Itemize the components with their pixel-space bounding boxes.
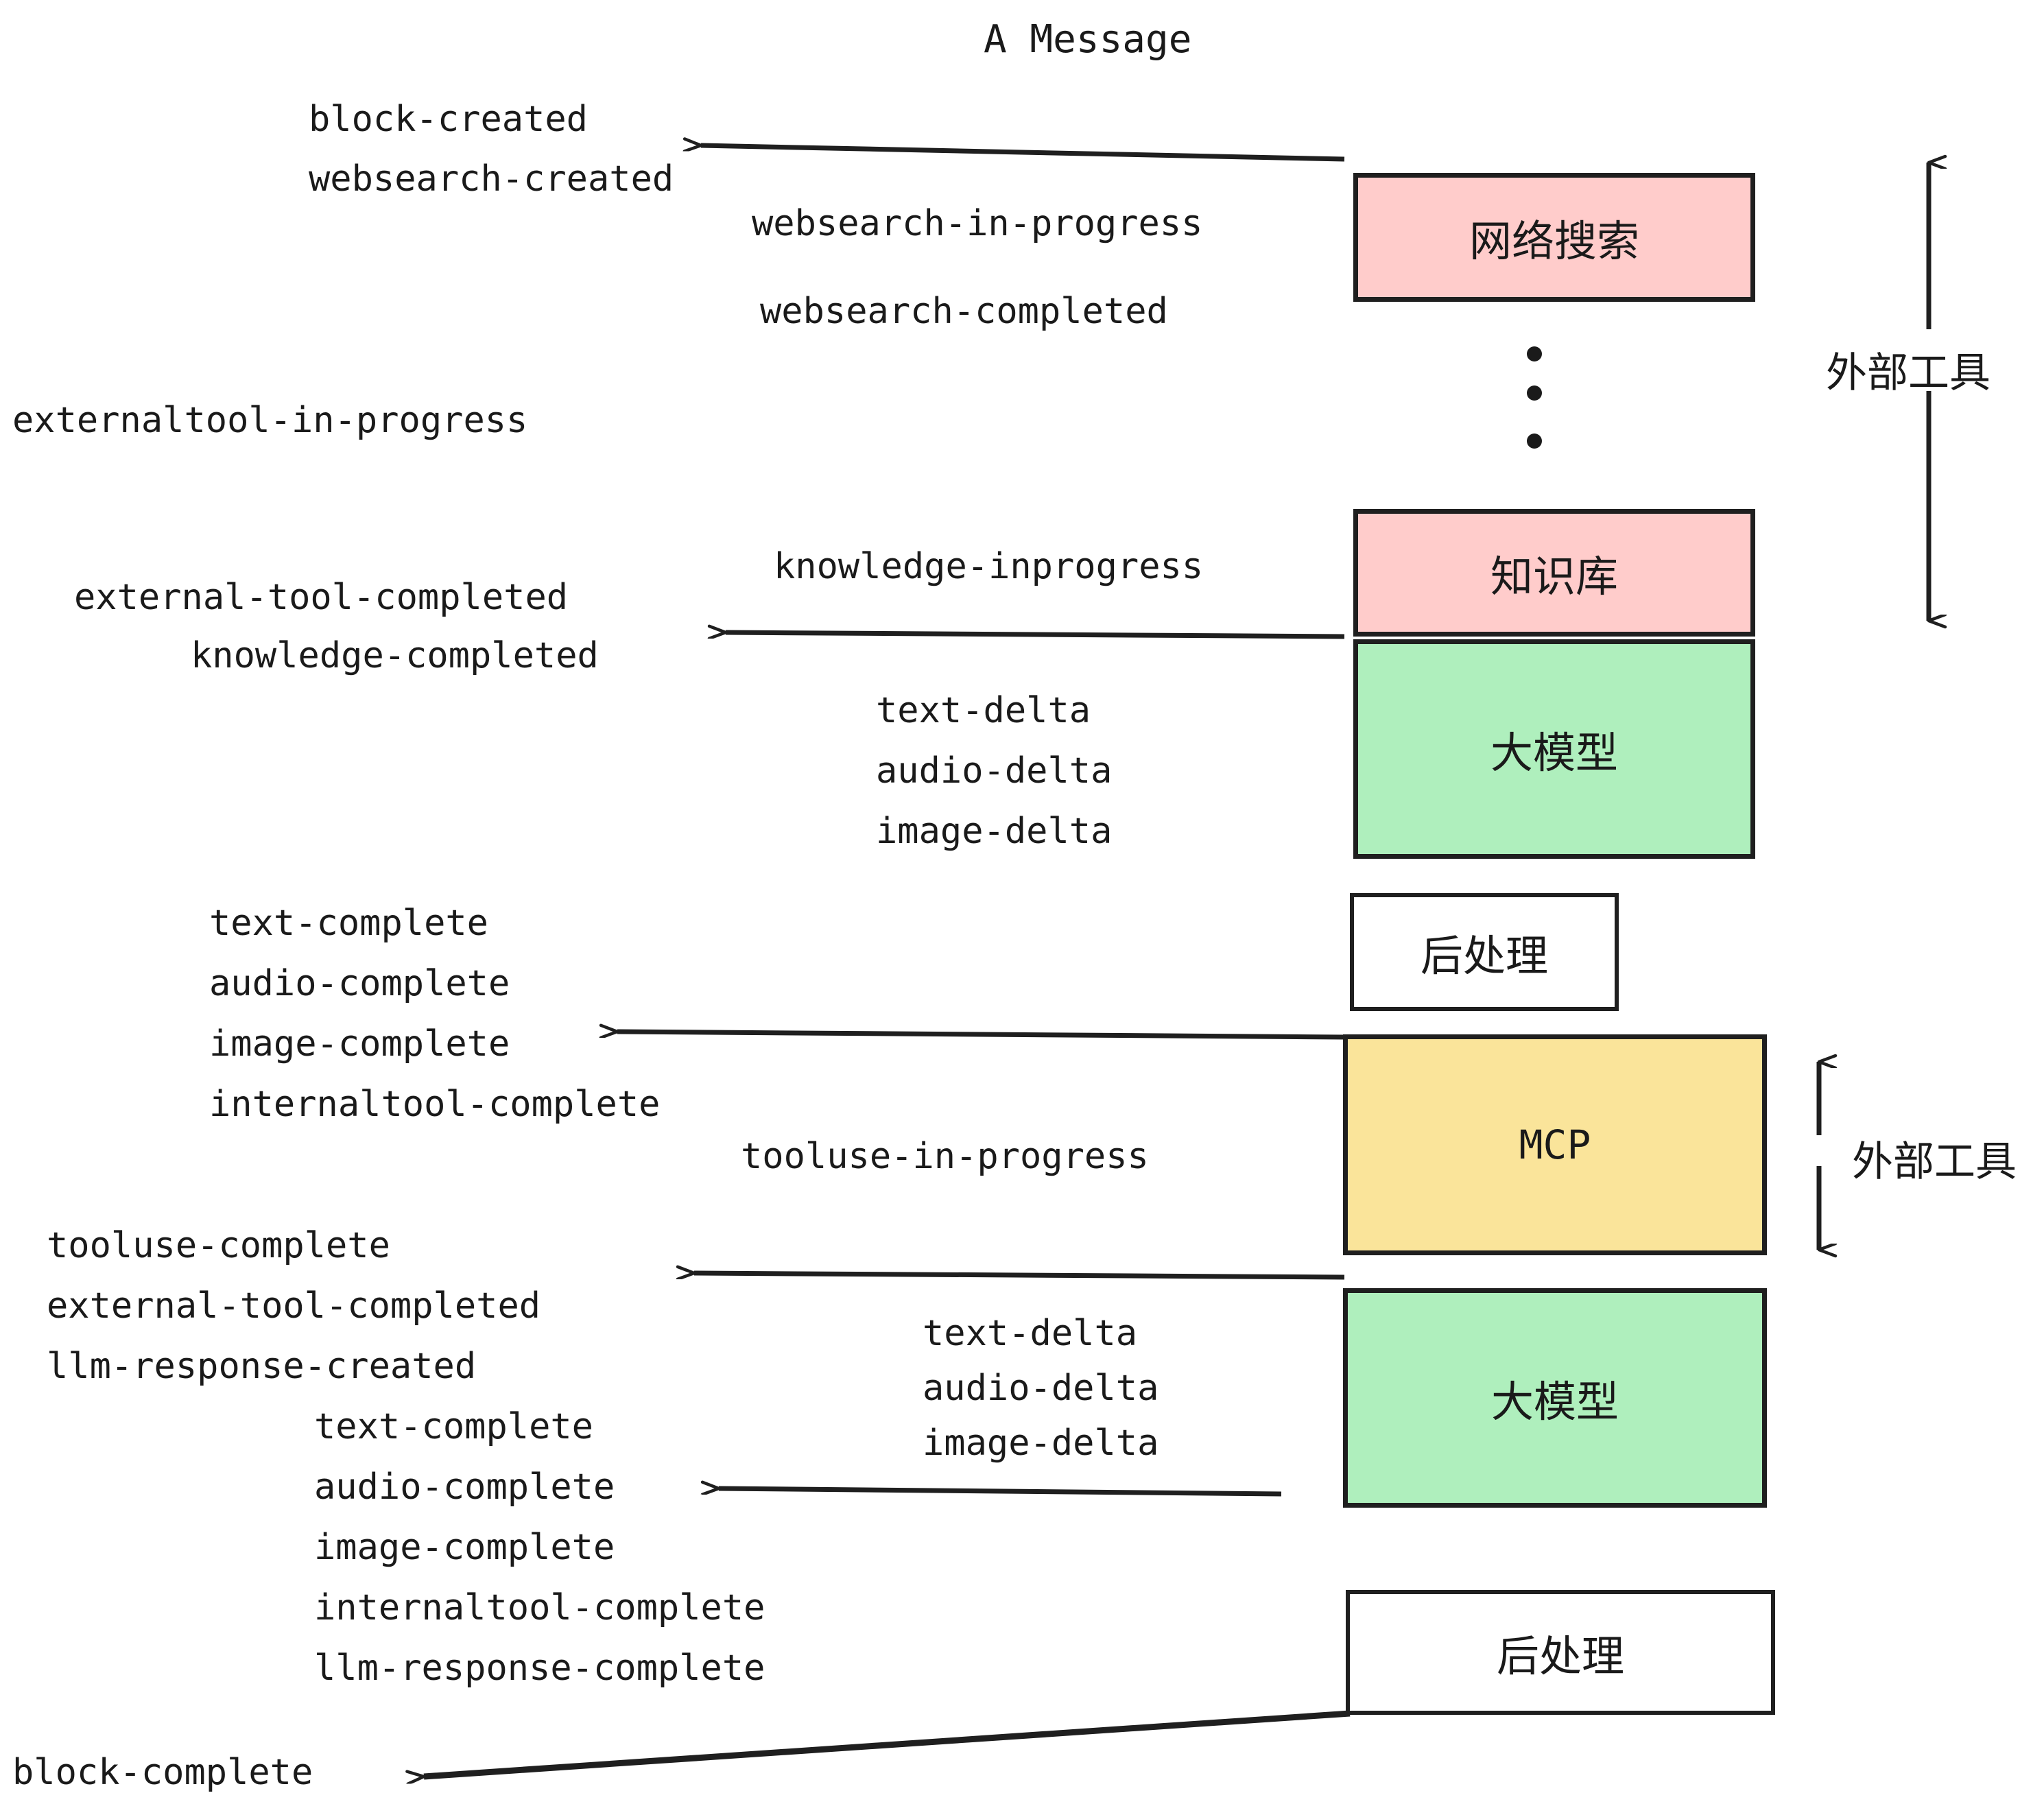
event-image-complete-1: image-complete [209,1023,510,1065]
box-mcp: MCP [1343,1034,1767,1255]
event-external-tool-completed-1: external-tool-completed [74,577,569,618]
box-websearch: 网络搜索 [1353,173,1755,302]
annotation-external-tool-top: 外部工具 [1826,349,1990,397]
ellipsis-dot-1 [1527,346,1542,361]
box-llm-second-label: 大模型 [1490,1377,1619,1427]
event-text-delta-2: text-delta [923,1313,1138,1354]
event-image-delta-2: image-delta [923,1423,1159,1464]
event-websearch-completed: websearch-completed [760,291,1168,332]
event-internaltool-complete-1: internaltool-complete [209,1084,661,1125]
event-text-complete-2: text-complete [314,1406,593,1447]
event-audio-complete-2: audio-complete [314,1467,615,1508]
box-postprocess-second: 后处理 [1346,1590,1775,1715]
box-mcp-label: MCP [1519,1121,1591,1168]
box-llm-first: 大模型 [1353,639,1755,859]
arrow-postprocess-to-block-complete [424,1710,1351,1777]
event-externaltool-in-progress: externaltool-in-progress [12,400,528,441]
arrow-mcp-to-tooluse-complete [694,1273,1345,1280]
event-llm-response-complete: llm-response-complete [314,1648,765,1689]
box-knowledge-label: 知识库 [1490,551,1618,602]
diagram-title: A Message [984,17,1192,62]
event-external-tool-completed-2: external-tool-completed [47,1285,541,1327]
event-knowledge-inprogress: knowledge-inprogress [774,546,1204,587]
box-llm-second: 大模型 [1343,1288,1767,1508]
event-text-delta-1: text-delta [876,690,1091,731]
box-postprocess-second-label: 后处理 [1496,1631,1624,1681]
box-websearch-label: 网络搜索 [1469,216,1639,266]
event-audio-complete-1: audio-complete [209,963,510,1004]
event-knowledge-completed: knowledge-completed [191,635,599,676]
box-knowledge: 知识库 [1353,509,1755,637]
event-internaltool-complete-2: internaltool-complete [314,1587,765,1628]
event-image-delta-1: image-delta [876,811,1113,852]
box-postprocess-first: 后处理 [1350,893,1619,1011]
event-tooluse-in-progress: tooluse-in-progress [741,1136,1149,1177]
event-image-complete-2: image-complete [314,1527,615,1568]
annotation-external-tool-bottom: 外部工具 [1852,1138,2017,1186]
arrow-postprocess-to-image-complete [617,1032,1345,1040]
arrow-knowledge-to-completed [726,632,1345,639]
arrow-websearch-to-created [701,145,1345,162]
ellipsis-dot-2 [1527,385,1542,401]
event-tooluse-complete: tooluse-complete [47,1225,390,1266]
arrow-llm-to-audio-complete [719,1488,1282,1497]
box-postprocess-first-label: 后处理 [1420,931,1548,981]
event-text-complete-1: text-complete [209,903,488,944]
event-llm-response-created: llm-response-created [47,1346,477,1387]
ellipsis-dot-3 [1527,434,1542,449]
event-websearch-in-progress: websearch-in-progress [752,203,1203,244]
event-audio-delta-2: audio-delta [923,1368,1159,1409]
event-block-created: block-created [309,99,588,140]
box-llm-first-label: 大模型 [1490,728,1618,778]
event-audio-delta-1: audio-delta [876,750,1113,792]
event-websearch-created: websearch-created [309,158,674,200]
event-block-complete: block-complete [12,1752,313,1793]
